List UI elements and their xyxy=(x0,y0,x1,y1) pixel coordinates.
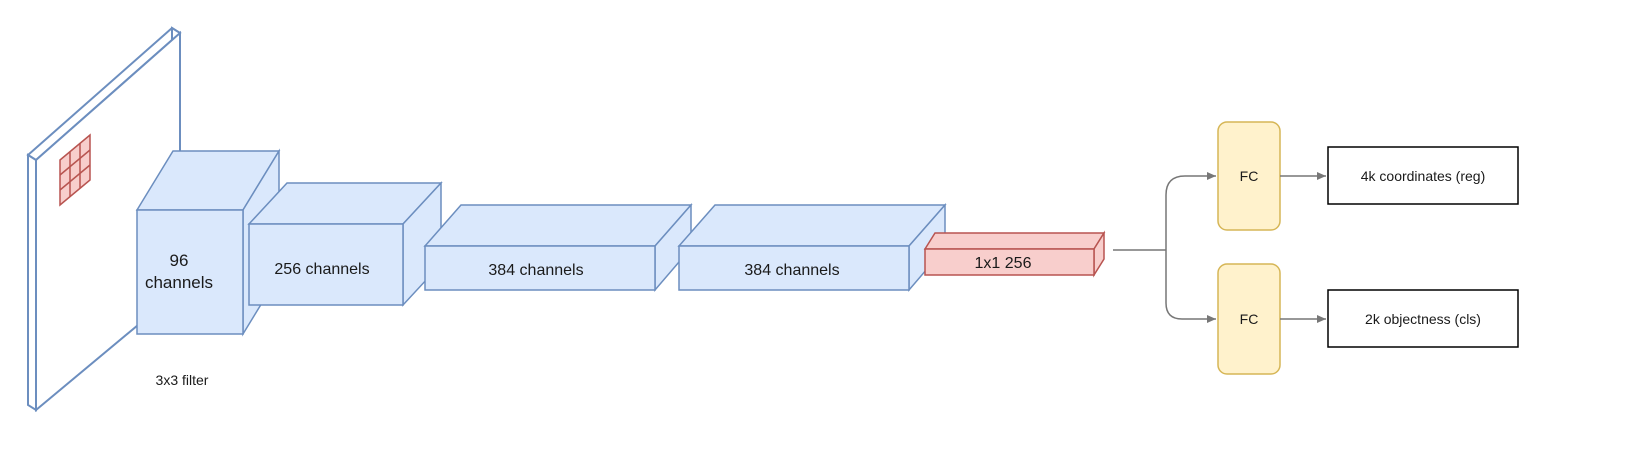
layer-96-label-line1: 96 xyxy=(170,251,189,270)
layer-384-channels-b: 384 channels xyxy=(677,203,947,293)
layer-256-channels: 256 channels xyxy=(247,181,443,307)
layer-1x1-256: 1x1 256 xyxy=(923,230,1106,278)
output-reg-label: 4k coordinates (reg) xyxy=(1361,168,1486,184)
layer-384-a-label: 384 channels xyxy=(488,262,583,279)
output-box-cls: 2k objectness (cls) xyxy=(1327,289,1519,348)
fc-cls-label: FC xyxy=(1240,311,1259,327)
layer-96-channels: 96 channels xyxy=(135,148,281,337)
fc-box-reg: FC xyxy=(1217,121,1281,231)
layer-1x1-label: 1x1 256 xyxy=(975,255,1032,272)
split-connector xyxy=(1113,172,1216,323)
layer-256-label: 256 channels xyxy=(274,261,369,278)
filter-label: 3x3 filter xyxy=(156,372,209,388)
layer-384-b-label: 384 channels xyxy=(744,262,839,279)
layer-384-channels-a: 384 channels xyxy=(423,203,693,293)
filter-grid-3x3 xyxy=(59,133,91,207)
output-box-reg: 4k coordinates (reg) xyxy=(1327,146,1519,205)
layer-96-label-line2: channels xyxy=(145,273,213,292)
output-cls-label: 2k objectness (cls) xyxy=(1365,311,1481,327)
fc-reg-label: FC xyxy=(1240,168,1259,184)
fc-box-cls: FC xyxy=(1217,263,1281,375)
